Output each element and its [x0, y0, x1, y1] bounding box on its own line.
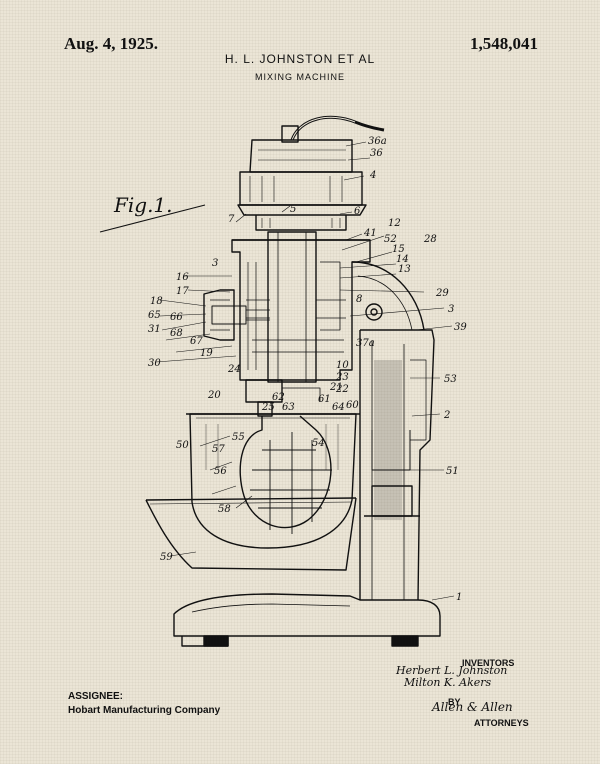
ref-56: 56: [214, 466, 227, 477]
ref-19: 19: [200, 348, 213, 359]
ref-2: 2: [443, 410, 450, 421]
ref-41: 41: [363, 228, 377, 239]
ref-24: 24: [227, 364, 241, 375]
ref-20: 20: [207, 390, 221, 401]
ref-57: 57: [212, 444, 225, 455]
ref-50: 50: [176, 440, 189, 451]
inventors-label: INVENTORS: [462, 658, 515, 668]
ref-25: 25: [261, 402, 275, 413]
attorney-signature: Allen & Allen: [432, 700, 513, 714]
patent-number: 1,548,041: [470, 34, 538, 53]
ref-15: 15: [392, 244, 405, 255]
ref-52: 52: [384, 234, 397, 245]
ref-6: 6: [354, 206, 361, 217]
ref-12: 12: [388, 218, 401, 229]
ref-31: 31: [148, 324, 161, 335]
ref-65: 65: [148, 310, 161, 321]
ref-64: 64: [332, 402, 345, 413]
ref-18: 18: [150, 296, 163, 307]
ref-63: 63: [282, 402, 295, 413]
ref-36a: 36a: [368, 136, 387, 147]
ref-58: 58: [218, 504, 231, 515]
assignee-label: ASSIGNEE:: [68, 691, 124, 702]
patent-title: MIXING MACHINE: [254, 72, 345, 82]
ref-59: 59: [160, 552, 173, 563]
assignee-name: Hobart Manufacturing Company: [68, 705, 221, 716]
ref-55: 55: [232, 432, 245, 443]
ref-21: 21: [329, 382, 343, 393]
inventor-signature-2: Milton K. Akers: [404, 676, 492, 689]
ref-68: 68: [170, 328, 183, 339]
ref-13: 13: [398, 264, 411, 275]
ref-67: 67: [190, 336, 203, 347]
assignee-block: ASSIGNEE: Hobart Manufacturing Company: [68, 690, 220, 718]
inventor-signature-1: Herbert L. Johnston: [396, 664, 508, 677]
ref-60: 60: [346, 400, 359, 411]
ref-8: 8: [356, 294, 362, 305]
ref-36: 36: [370, 148, 383, 159]
ref-3-right: 3: [448, 304, 454, 315]
ref-29: 29: [435, 288, 449, 299]
ref-14: 14: [396, 254, 409, 265]
ref-5: 5: [290, 204, 296, 215]
ref-3-left: 3: [212, 258, 218, 269]
ref-51: 51: [446, 466, 459, 477]
ref-7: 7: [228, 214, 235, 225]
ref-39: 39: [454, 322, 467, 333]
ref-61: 61: [318, 394, 331, 405]
ref-37a: 37a: [356, 338, 375, 349]
ref-54: 54: [312, 438, 325, 449]
ref-10: 10: [336, 360, 349, 371]
ref-22: 22: [335, 384, 349, 395]
ref-30: 30: [148, 358, 161, 369]
by-label: BY: [448, 697, 461, 707]
ref-28: 28: [423, 234, 437, 245]
ref-23: 23: [335, 372, 349, 383]
ref-66: 66: [170, 312, 183, 323]
ref-16: 16: [176, 272, 189, 283]
ref-1: 1: [456, 592, 462, 603]
patent-date: Aug. 4, 1925.: [64, 34, 158, 53]
ref-62: 62: [272, 392, 285, 403]
ref-53: 53: [444, 374, 457, 385]
attorneys-label: ATTORNEYS: [474, 718, 529, 728]
ref-17: 17: [176, 286, 189, 297]
inventors-header: H. L. JOHNSTON ET AL: [224, 52, 376, 66]
figure-label: Fig.1.: [113, 193, 173, 217]
ref-4: 4: [369, 170, 376, 181]
